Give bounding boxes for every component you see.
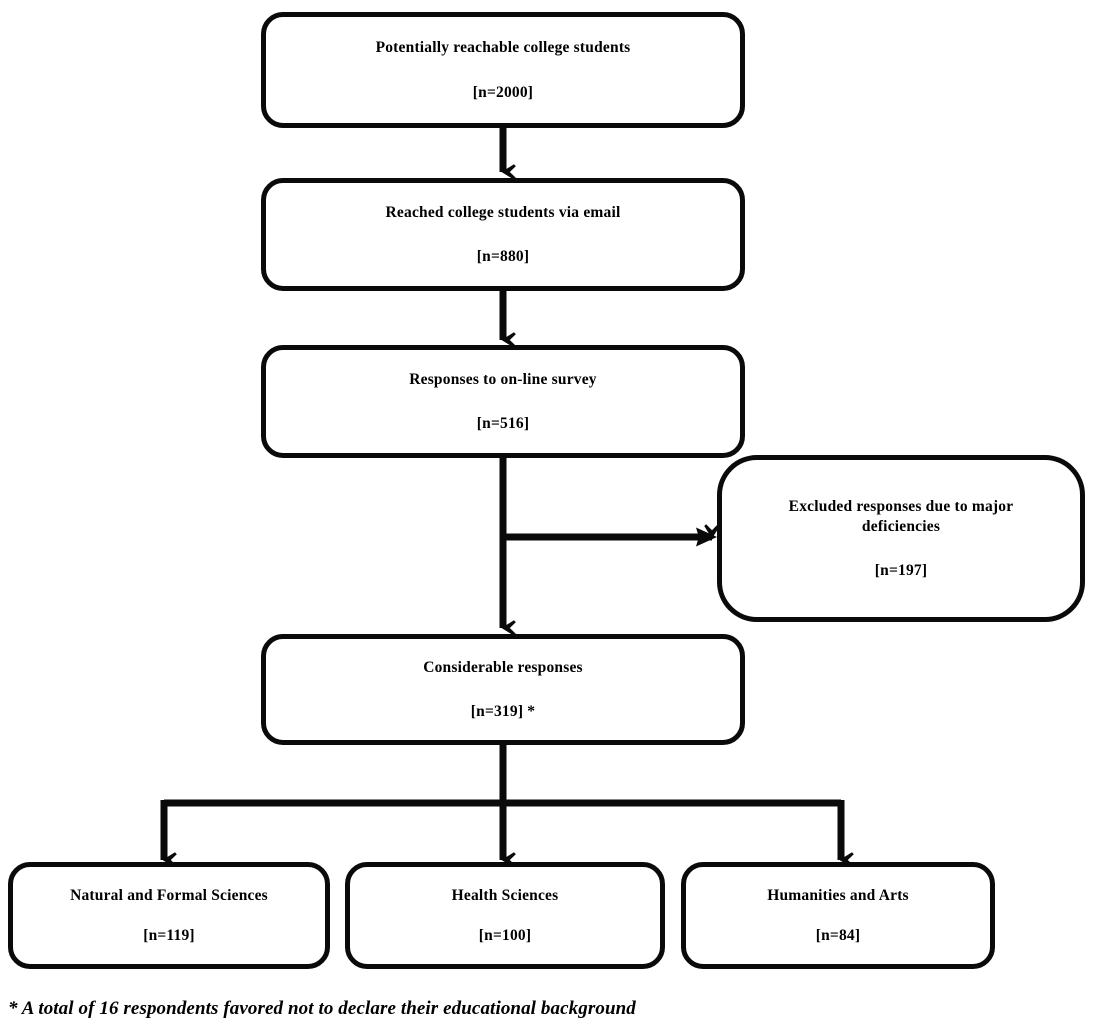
node-natural-formal-sciences-count: [n=119]	[143, 927, 195, 945]
node-responses-online-survey-count: [n=516]	[476, 415, 530, 433]
node-reached-email-count: [n=880]	[476, 248, 530, 266]
node-humanities-arts[interactable]: Humanities and Arts [n=84]	[681, 862, 995, 969]
node-considerable-responses[interactable]: Considerable responses [n=319] *	[261, 634, 745, 745]
node-reached-email[interactable]: Reached college students via email [n=88…	[261, 178, 745, 291]
node-reached-email-label: Reached college students via email	[385, 203, 621, 221]
footnote-text: * A total of 16 respondents favored not …	[8, 998, 636, 1019]
node-health-sciences[interactable]: Health Sciences [n=100]	[345, 862, 665, 969]
node-potentially-reachable-count: [n=2000]	[472, 83, 534, 101]
node-natural-formal-sciences[interactable]: Natural and Formal Sciences [n=119]	[8, 862, 330, 969]
node-health-sciences-count: [n=100]	[478, 927, 532, 945]
arrowhead-to-excluded	[684, 527, 717, 547]
node-excluded-responses-label: Excluded responses due to major deficien…	[788, 497, 1014, 535]
node-potentially-reachable[interactable]: Potentially reachable college students […	[261, 12, 745, 128]
node-responses-online-survey[interactable]: Responses to on-line survey [n=516]	[261, 345, 745, 458]
node-responses-online-survey-label: Responses to on-line survey	[409, 370, 597, 388]
node-humanities-arts-label: Humanities and Arts	[767, 886, 909, 904]
node-natural-formal-sciences-label: Natural and Formal Sciences	[70, 886, 268, 904]
node-considerable-responses-label: Considerable responses	[423, 658, 583, 676]
node-excluded-responses[interactable]: Excluded responses due to major deficien…	[717, 455, 1085, 622]
node-health-sciences-label: Health Sciences	[451, 886, 559, 904]
node-potentially-reachable-label: Potentially reachable college students	[375, 39, 631, 57]
node-excluded-responses-count: [n=197]	[874, 562, 928, 580]
node-humanities-arts-count: [n=84]	[815, 927, 861, 945]
node-considerable-responses-count: [n=319] *	[470, 703, 536, 721]
